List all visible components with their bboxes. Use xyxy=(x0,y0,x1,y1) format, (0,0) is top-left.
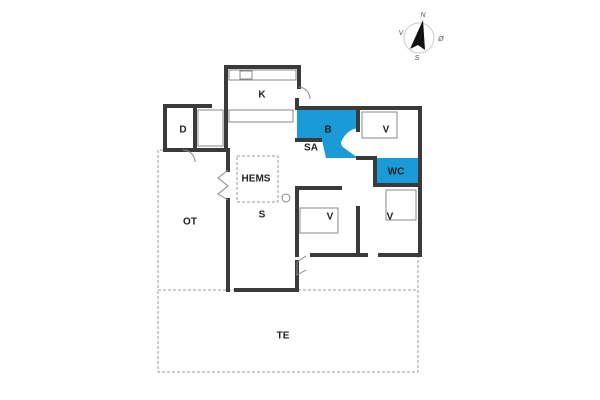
loft-outline xyxy=(236,155,279,203)
door-swing xyxy=(217,169,229,201)
room-label-bathroom: B xyxy=(324,125,331,136)
room-label-living: S xyxy=(259,210,266,221)
compass-ring xyxy=(403,22,435,54)
north-arrow-icon xyxy=(410,20,425,50)
room-label-sauna: SA xyxy=(304,143,318,154)
door-swing xyxy=(296,255,307,276)
compass-west: V xyxy=(399,30,405,37)
bathroom-area-lower xyxy=(320,132,346,158)
bathroom-area xyxy=(297,110,358,158)
room-label-storage: D xyxy=(179,125,186,136)
kitchen-island xyxy=(228,109,294,123)
room-label-covered-terrace: OT xyxy=(183,217,197,228)
wc-area xyxy=(376,158,418,185)
compass-south: S xyxy=(415,55,420,62)
room-label-bedroom-2: V xyxy=(327,212,334,223)
room-label-kitchen: K xyxy=(258,90,266,101)
bed xyxy=(299,207,339,234)
bed xyxy=(361,111,398,139)
door-swing xyxy=(182,149,196,163)
room-label-bedroom-3: V xyxy=(387,212,394,223)
room-label-bedroom-1: V xyxy=(383,125,390,136)
room-label-toilet: WC xyxy=(388,167,405,178)
bed xyxy=(197,109,224,147)
room-label-loft: HEMS xyxy=(242,174,271,185)
kitchen-counter xyxy=(228,69,297,81)
compass-east: Ø xyxy=(437,36,444,43)
compass: N S Ø V xyxy=(399,12,445,62)
door-swing xyxy=(298,86,311,100)
compass-north: N xyxy=(420,12,426,19)
stove xyxy=(281,193,291,203)
bed xyxy=(385,189,417,221)
cooktop xyxy=(239,70,253,80)
room-label-terrace: TE xyxy=(277,331,290,342)
